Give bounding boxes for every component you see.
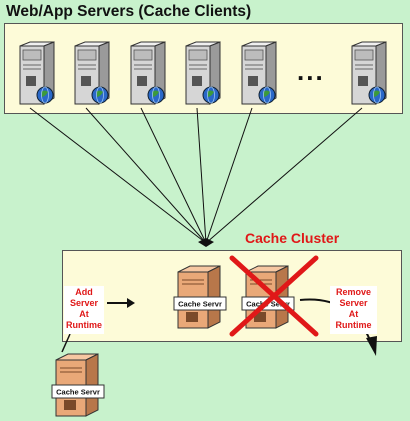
red-x-icon (229, 255, 319, 337)
web-server-6 (344, 40, 390, 110)
cache-server-icon: Cache Servr (51, 353, 105, 417)
cache-server-label: Cache Servr (178, 300, 222, 309)
remove-label-line: Server (339, 298, 368, 308)
globe-icon (368, 86, 386, 104)
web-server-icon (351, 41, 387, 105)
web-server-1 (12, 40, 58, 110)
web-server-3 (123, 40, 169, 110)
cache-server-icon: Cache Servr (173, 265, 227, 329)
add-label-line: Runtime (66, 320, 102, 330)
web-server-4 (178, 40, 224, 110)
cache-server-new: Cache Servr (50, 350, 110, 421)
add-connector-line (61, 333, 71, 353)
add-server-callout: Add Server At Runtime (64, 286, 104, 334)
cache-cluster-title: Cache Cluster (245, 230, 340, 246)
web-server-icon (241, 41, 277, 105)
remove-label-line: Remove (335, 287, 371, 297)
more-servers-ellipsis: ... (297, 56, 325, 86)
add-arrow-icon (107, 298, 135, 308)
web-server-5 (234, 40, 280, 110)
globe-icon (258, 86, 276, 104)
add-label-line: Add (75, 287, 93, 297)
add-label-line: At (79, 309, 89, 319)
globe-icon (147, 86, 165, 104)
web-server-icon (185, 41, 221, 105)
web-server-2 (67, 40, 113, 110)
web-server-icon (74, 41, 110, 105)
remove-label-line: At (348, 309, 359, 319)
globe-icon (36, 86, 54, 104)
cache-server-1: Cache Servr (172, 262, 232, 334)
add-label-line: Server (69, 298, 99, 308)
globe-icon (202, 86, 220, 104)
remove-server-callout: Remove Server At Runtime (330, 286, 377, 334)
diagram-title: Web/App Servers (Cache Clients) (6, 3, 252, 20)
cache-server-label: Cache Servr (56, 388, 100, 397)
web-server-icon (130, 41, 166, 105)
web-server-icon (19, 41, 55, 105)
globe-icon (91, 86, 109, 104)
client-connection-lines (29, 107, 363, 244)
remove-label-line: Runtime (335, 320, 372, 330)
convergence-arrow-icon (198, 238, 214, 247)
